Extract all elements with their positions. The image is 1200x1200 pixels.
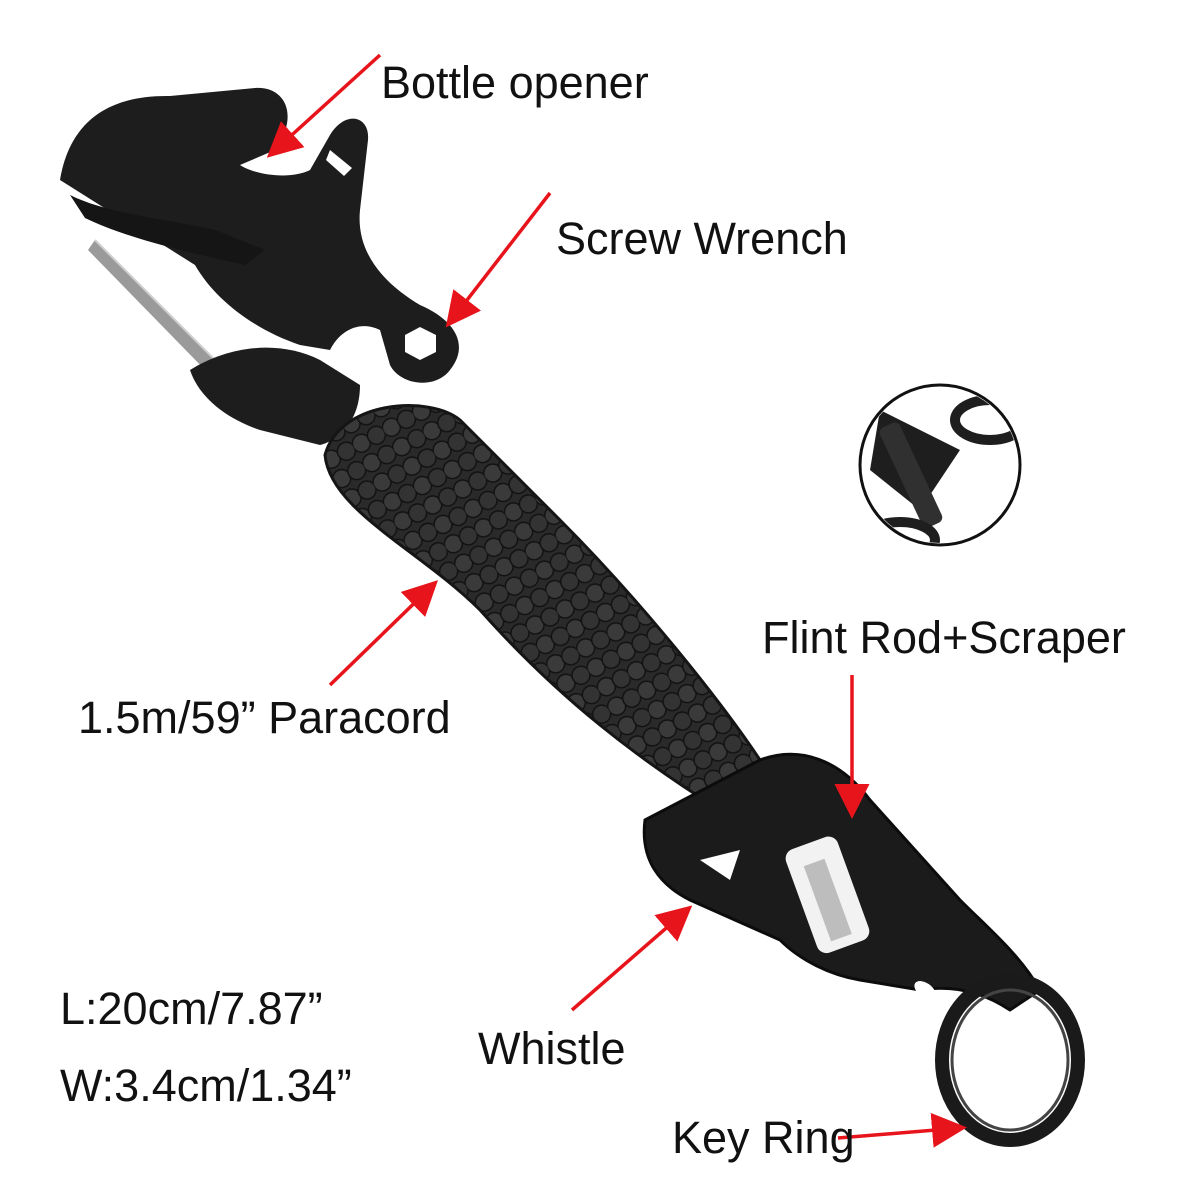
label-whistle: Whistle xyxy=(478,1023,626,1074)
arrow-key-ring xyxy=(837,1112,967,1148)
key-ring xyxy=(935,973,1085,1147)
arrow-paracord xyxy=(328,580,439,687)
label-screw-wrench: Screw Wrench xyxy=(556,213,848,264)
label-paracord: 1.5m/59” Paracord xyxy=(78,692,451,743)
label-bottle-opener: Bottle opener xyxy=(381,57,649,108)
flint-inset xyxy=(858,383,1022,547)
arrow-screw-wrench xyxy=(445,191,552,328)
label-key-ring: Key Ring xyxy=(672,1112,855,1163)
arrow-whistle xyxy=(570,905,693,1012)
arrow-bottle-opener xyxy=(266,53,382,158)
dimension-width: W:3.4cm/1.34” xyxy=(60,1060,352,1111)
label-flint-rod: Flint Rod+Scraper xyxy=(762,612,1126,663)
buckle xyxy=(642,752,1042,1012)
arrows xyxy=(266,53,967,1148)
carabiner xyxy=(60,87,459,445)
dimension-length: L:20cm/7.87” xyxy=(60,983,323,1034)
paracord xyxy=(323,404,762,812)
